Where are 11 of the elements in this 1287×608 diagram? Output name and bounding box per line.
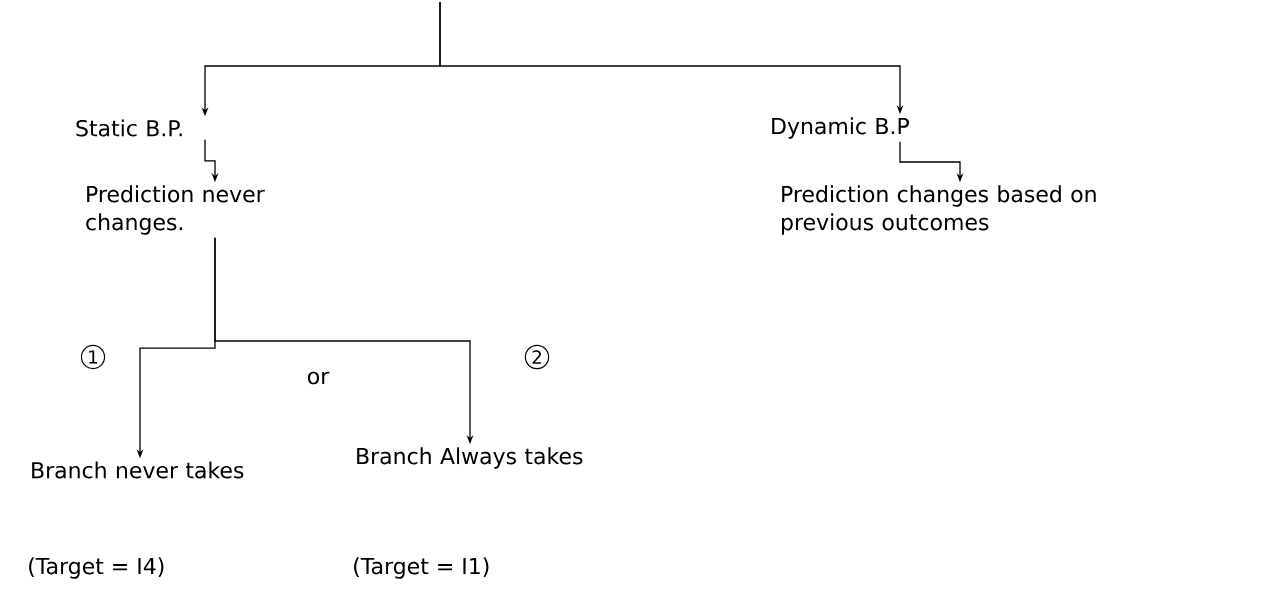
handwritten-label: Prediction never changes. — [86, 185, 265, 235]
circled-number: 2 — [524, 344, 550, 370]
note-text: (Target = I1) — [354, 557, 489, 579]
note-text: (Target = I4) — [29, 557, 164, 579]
handwritten-label: Branch Always takes — [357, 447, 583, 469]
handwritten-label: Dynamic B.P — [772, 117, 909, 139]
handwritten-label: Static B.P. — [76, 119, 182, 137]
handwritten-label: Prediction changes based on previous outcomes — [782, 185, 1096, 235]
circled-number: 1 — [80, 344, 106, 370]
handwritten-label: Branch never takes — [32, 461, 244, 479]
connector-label: or — [307, 371, 330, 385]
